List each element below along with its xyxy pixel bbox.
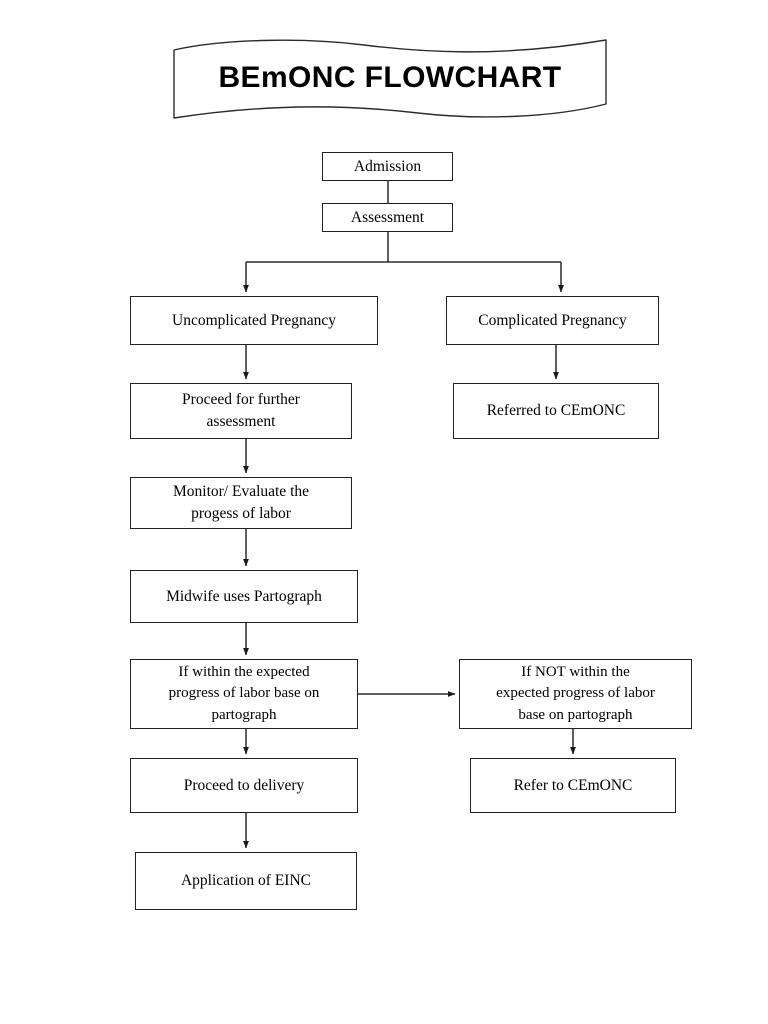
node-if-within-expected-progress[interactable]: If within the expected progress of labor… xyxy=(130,659,358,729)
node-monitor-evaluate-progress-label: Monitor/ Evaluate the progess of labor xyxy=(172,483,310,522)
title-banner-shape xyxy=(173,39,607,119)
node-midwife-uses-partograph[interactable]: Midwife uses Partograph xyxy=(130,570,358,623)
node-uncomplicated-pregnancy-label: Uncomplicated Pregnancy xyxy=(172,311,336,329)
page-title: BEmONC FLOWCHART xyxy=(218,61,562,94)
node-referred-to-cemonc-label: Referred to CEmONC xyxy=(486,402,626,419)
node-refer-to-cemonc-label: Refer to CEmONC xyxy=(513,776,633,794)
node-complicated-pregnancy[interactable]: Complicated Pregnancy xyxy=(446,296,659,345)
node-assessment-label: Assessment xyxy=(350,208,425,226)
node-application-of-einc-label: Application of EINC xyxy=(180,872,311,889)
node-proceed-to-delivery[interactable]: Proceed to delivery xyxy=(130,758,358,813)
node-uncomplicated-pregnancy[interactable]: Uncomplicated Pregnancy xyxy=(130,296,378,345)
node-assessment[interactable]: Assessment xyxy=(322,203,453,232)
node-if-not-within-expected-progress-label: If NOT within the expected progress of l… xyxy=(496,664,655,723)
title-banner: BEmONC FLOWCHART xyxy=(168,32,612,124)
node-proceed-to-delivery-label: Proceed to delivery xyxy=(183,776,305,794)
node-monitor-evaluate-progress[interactable]: Monitor/ Evaluate the progess of labor xyxy=(130,477,352,529)
node-proceed-for-further-assessment[interactable]: Proceed for further assessment xyxy=(130,383,352,439)
node-if-not-within-expected-progress[interactable]: If NOT within the expected progress of l… xyxy=(459,659,692,729)
node-midwife-uses-partograph-label: Midwife uses Partograph xyxy=(166,587,322,605)
node-admission-label: Admission xyxy=(353,157,422,175)
node-referred-to-cemonc[interactable]: Referred to CEmONC xyxy=(453,383,659,439)
node-refer-to-cemonc[interactable]: Refer to CEmONC xyxy=(470,758,676,813)
node-if-within-expected-progress-label: If within the expected progress of labor… xyxy=(168,664,320,723)
node-application-of-einc[interactable]: Application of EINC xyxy=(135,852,357,910)
node-admission[interactable]: Admission xyxy=(322,152,453,181)
node-proceed-for-further-assessment-label: Proceed for further assessment xyxy=(182,391,300,430)
node-complicated-pregnancy-label: Complicated Pregnancy xyxy=(478,311,627,329)
